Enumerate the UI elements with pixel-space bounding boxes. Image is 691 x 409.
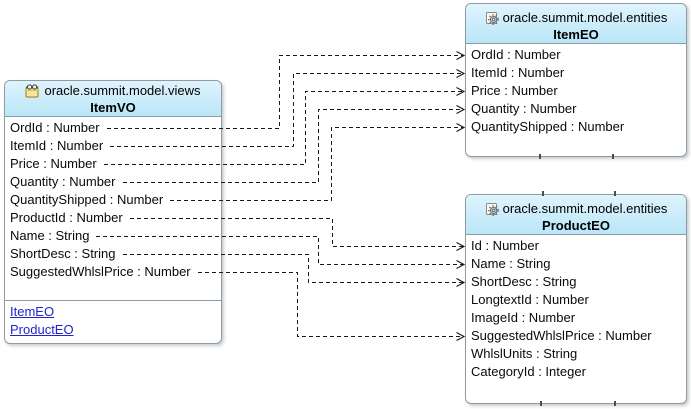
package-name: oracle.summit.model.views [44,83,201,98]
attribute-text: Name : String [10,228,90,243]
class-box-itemvo[interactable]: oracle.summit.model.views ItemVO OrdId :… [4,80,222,344]
attribute-text: ShortDesc : String [10,246,116,261]
attribute-text: ShortDesc : String [471,274,577,289]
entity-object-icon [485,202,499,216]
page-boundary-tick [539,154,541,159]
attribute-row[interactable]: Id : Number [466,237,686,255]
attribute-row[interactable]: ItemId : Number [5,137,221,155]
view-object-icon [25,83,40,98]
box-spacer [5,281,221,300]
attribute-row[interactable]: OrdId : Number [5,119,221,137]
attribute-text: Price : Number [471,83,558,98]
attribute-row[interactable]: ItemId : Number [466,64,686,82]
page-boundary-tick [542,191,544,196]
attribute-row[interactable]: ShortDesc : String [5,245,221,263]
package-line: oracle.summit.model.views [5,82,221,99]
box-header: oracle.summit.model.entities ProductEO [466,195,686,235]
page-boundary-tick [614,401,616,406]
package-name: oracle.summit.model.entities [502,201,668,216]
attribute-text: Id : Number [471,238,539,253]
page-boundary-tick [540,401,542,406]
attribute-text: SuggestedWhlslPrice : Number [10,264,191,279]
attribute-text: QuantityShipped : Number [10,192,164,207]
entity-object-icon [485,11,499,25]
attribute-row[interactable]: ShortDesc : String [466,273,686,291]
entity-link-producteo[interactable]: ProductEO [10,322,74,337]
package-line: oracle.summit.model.entities [466,200,686,217]
attribute-row[interactable]: Name : String [466,255,686,273]
attribute-row[interactable]: OrdId : Number [466,46,686,64]
package-name: oracle.summit.model.entities [502,10,668,25]
attribute-row[interactable]: Name : String [5,227,221,245]
attribute-text: WhlslUnits : String [471,346,578,361]
attribute-row[interactable]: WhlslUnits : String [466,345,686,363]
attribute-row[interactable]: QuantityShipped : Number [466,118,686,136]
package-line: oracle.summit.model.entities [466,9,686,26]
attribute-row[interactable]: QuantityShipped : Number [5,191,221,209]
class-title: ItemVO [90,100,136,115]
box-spacer [466,136,686,156]
attribute-text: Price : Number [10,156,97,171]
attribute-text: LongtextId : Number [471,292,589,307]
attribute-row[interactable]: CategoryId : Integer [466,363,686,381]
class-title: ItemEO [553,27,599,42]
attribute-row[interactable]: Quantity : Number [466,100,686,118]
page-boundary-tick [612,154,614,159]
attribute-row[interactable]: Price : Number [5,155,221,173]
attribute-text: Name : String [471,256,551,271]
box-header: oracle.summit.model.entities ItemEO [466,4,686,44]
attribute-row[interactable]: Price : Number [466,82,686,100]
attribute-text: Quantity : Number [10,174,116,189]
attribute-row[interactable]: LongtextId : Number [466,291,686,309]
attribute-row[interactable]: SuggestedWhlslPrice : Number [5,263,221,281]
class-box-itemeo[interactable]: oracle.summit.model.entities ItemEO OrdI… [465,3,687,157]
attribute-row[interactable]: Quantity : Number [5,173,221,191]
attribute-text: OrdId : Number [10,120,100,135]
attribute-row[interactable]: ImageId : Number [466,309,686,327]
attribute-row[interactable]: ProductId : Number [5,209,221,227]
box-header: oracle.summit.model.views ItemVO [5,81,221,117]
attribute-text: ProductId : Number [10,210,123,225]
attribute-text: ImageId : Number [471,310,576,325]
attribute-text: CategoryId : Integer [471,364,586,379]
class-box-producteo[interactable]: oracle.summit.model.entities ProductEO I… [465,194,687,404]
entity-link-itemeo[interactable]: ItemEO [10,304,55,319]
attribute-text: SuggestedWhlslPrice : Number [471,328,652,343]
page-boundary-tick [614,191,616,196]
attribute-text: ItemId : Number [471,65,565,80]
attribute-row[interactable]: SuggestedWhlslPrice : Number [466,327,686,345]
entity-links-section: ItemEO ProductEO [5,300,221,343]
box-spacer [466,381,686,403]
class-title: ProductEO [542,218,610,233]
attribute-text: QuantityShipped : Number [471,119,625,134]
attribute-text: ItemId : Number [10,138,104,153]
attribute-mapping-connector [198,272,466,341]
attribute-text: Quantity : Number [471,101,577,116]
attribute-text: OrdId : Number [471,47,561,62]
